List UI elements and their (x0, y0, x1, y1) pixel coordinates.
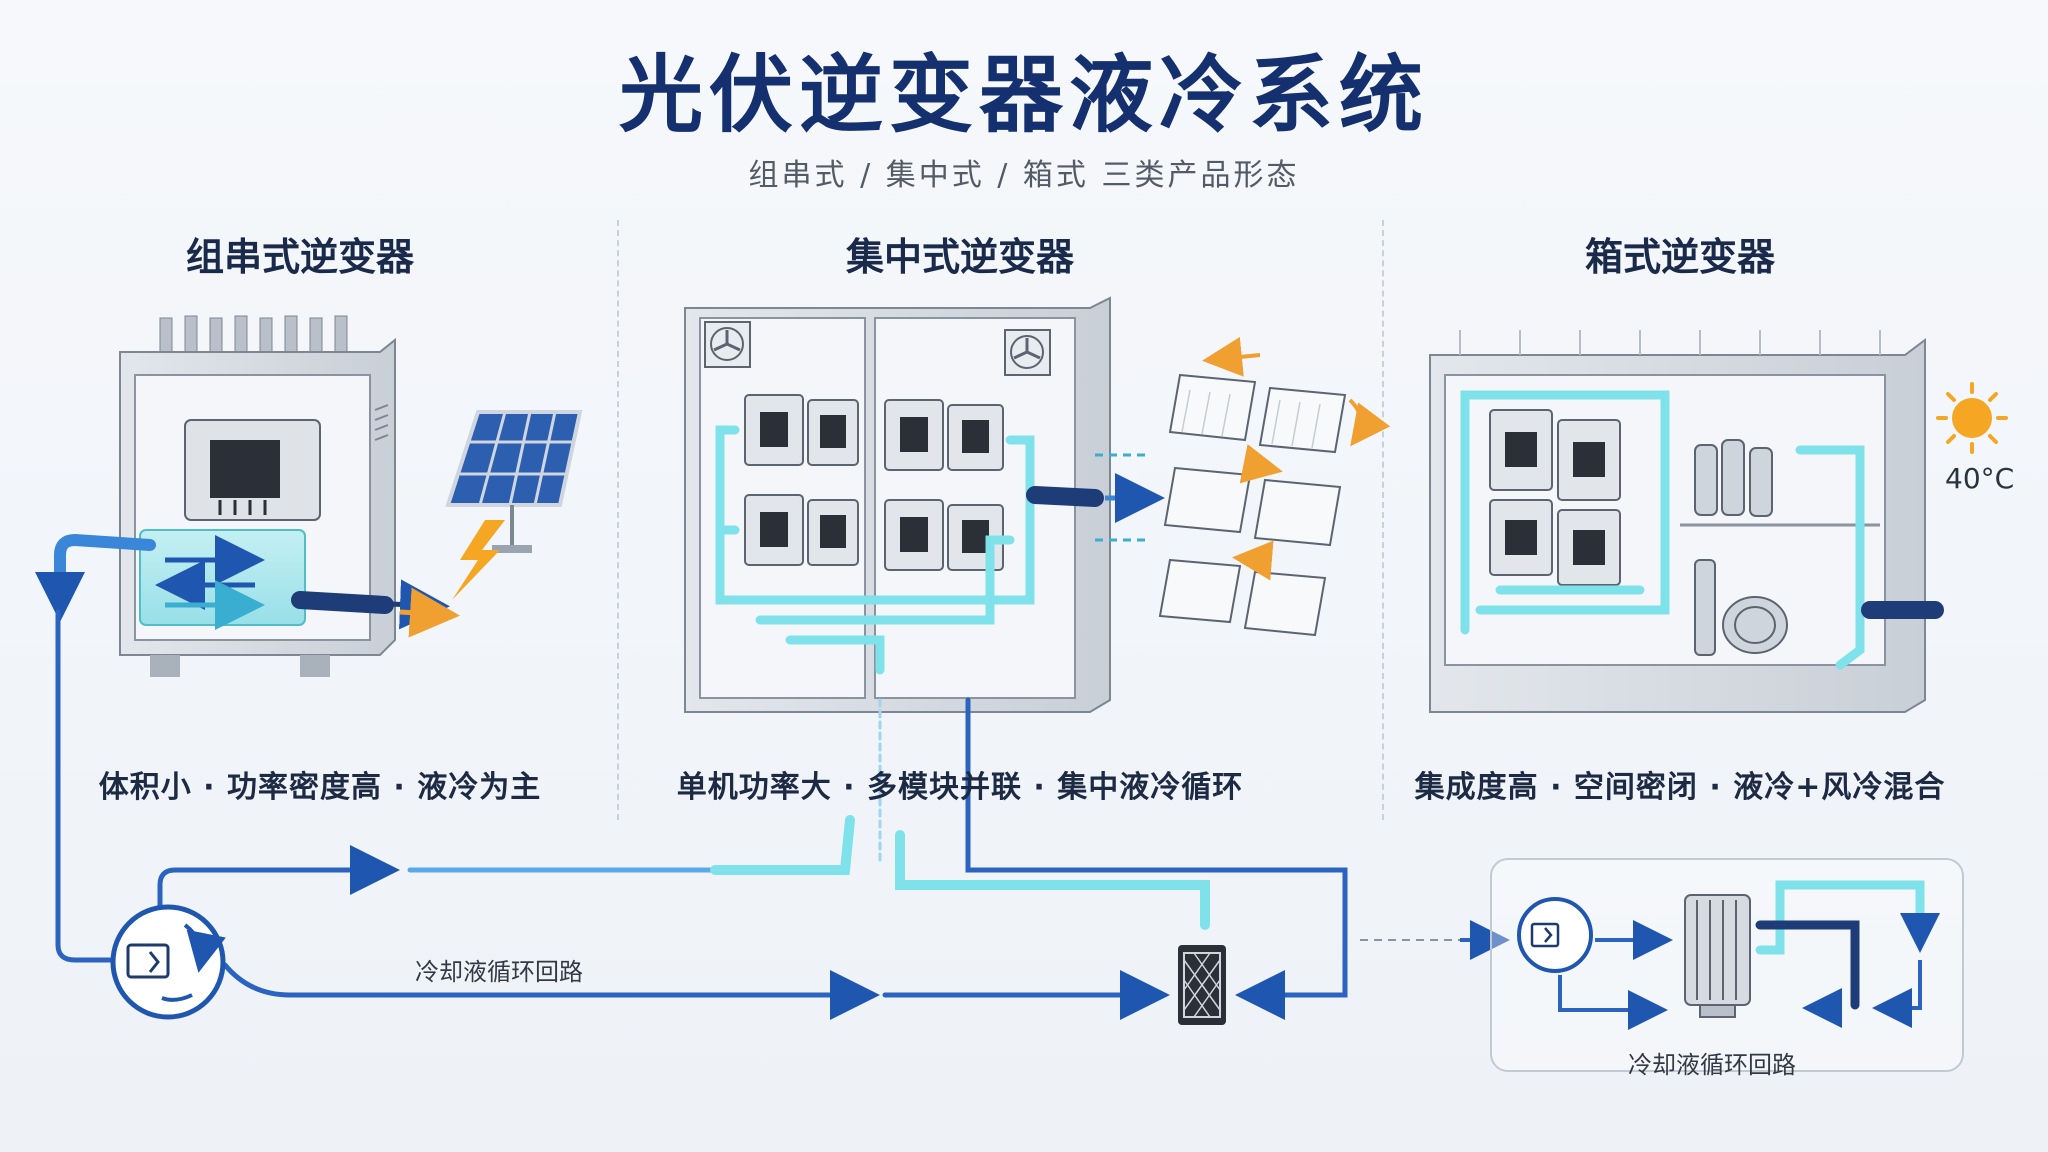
coolant-piping (1460, 390, 1865, 670)
transformer-coil (1694, 559, 1788, 656)
central-inverter (684, 296, 1165, 713)
coolant-piping (715, 425, 1035, 675)
ambient-temperature: 40°C (1945, 462, 2015, 495)
fan-icon (704, 321, 751, 368)
capacitor-bank (1694, 439, 1773, 517)
pump-icon (1517, 897, 1593, 973)
central-inverter-title: 集中式逆变器 (845, 235, 1074, 279)
pump-icon (110, 904, 226, 1020)
string-inverter-title: 组串式逆变器 (185, 235, 414, 279)
igbt-chip (210, 440, 280, 498)
radiator-icon (1684, 894, 1751, 1018)
string-inverter (35, 315, 460, 677)
box-inverter (1429, 330, 1944, 713)
column-divider (1382, 220, 1384, 820)
central-inverter-desc: 单机功率大 · 多模块并联 · 集中液冷循环 (676, 770, 1244, 805)
box-loop-label: 冷却液循环回路 (1628, 1051, 1796, 1079)
main-loop-label: 冷却液循环回路 (415, 958, 583, 986)
solar-array (1158, 373, 1347, 637)
fan-icon (1004, 329, 1051, 376)
lightning-icon (452, 520, 505, 600)
page-title: 光伏逆变器液冷系统 (618, 46, 1429, 144)
column-divider (617, 220, 619, 820)
box-inverter-title: 箱式逆变器 (1584, 235, 1775, 279)
page-subtitle: 组串式 / 集中式 / 箱式 三类产品形态 (748, 158, 1300, 193)
string-inverter-desc: 体积小 · 功率密度高 · 液冷为主 (98, 770, 542, 805)
sun-icon (1936, 382, 2008, 454)
main-coolant-loop (55, 609, 1348, 1020)
solar-panel-icon (445, 410, 583, 553)
radiator-icon (1178, 945, 1226, 1025)
box-inverter-desc: 集成度高 · 空间密闭 · 液冷+风冷混合 (1414, 770, 1946, 805)
